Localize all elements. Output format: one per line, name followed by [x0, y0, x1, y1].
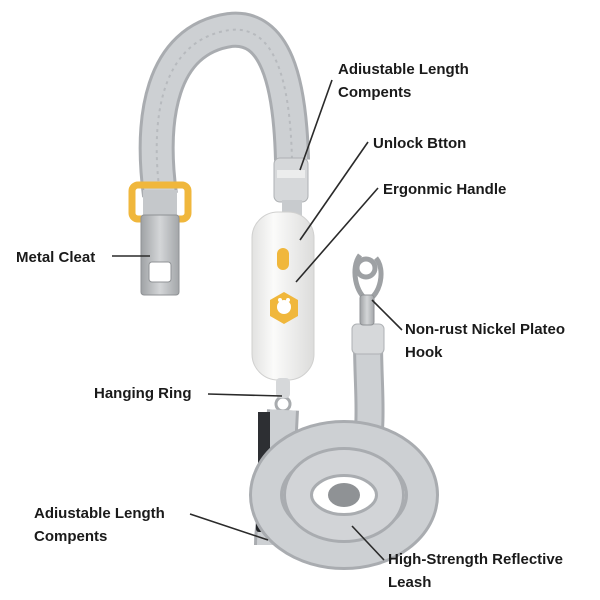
top-adjuster — [273, 157, 309, 203]
label-reflective-leash: High-Strength Reflective Leash — [388, 551, 564, 591]
label-ergonomic-handle: Ergonmic Handle — [383, 181, 507, 198]
smiley-face-logo-icon — [270, 292, 298, 324]
label-adjustable-length-top: Adiustable Length Compents — [338, 61, 469, 101]
label-unlock-button: Unlock Btton — [373, 135, 467, 152]
label-hanging-ring: Hanging Ring — [94, 385, 192, 402]
unlock-button-icon — [277, 248, 289, 270]
metal-cleat — [140, 214, 180, 296]
hanging-ring — [274, 395, 292, 413]
label-adjustable-length-bottom: Adiustable Length Compents — [34, 505, 165, 545]
leader-lines — [112, 79, 403, 561]
coiled-leash — [249, 420, 439, 570]
nickel-hook — [352, 253, 384, 326]
label-nickel-hook: Non-rust Nickel Plateo Hook — [405, 321, 566, 361]
label-metal-cleat: Metal Cleat — [16, 249, 96, 266]
